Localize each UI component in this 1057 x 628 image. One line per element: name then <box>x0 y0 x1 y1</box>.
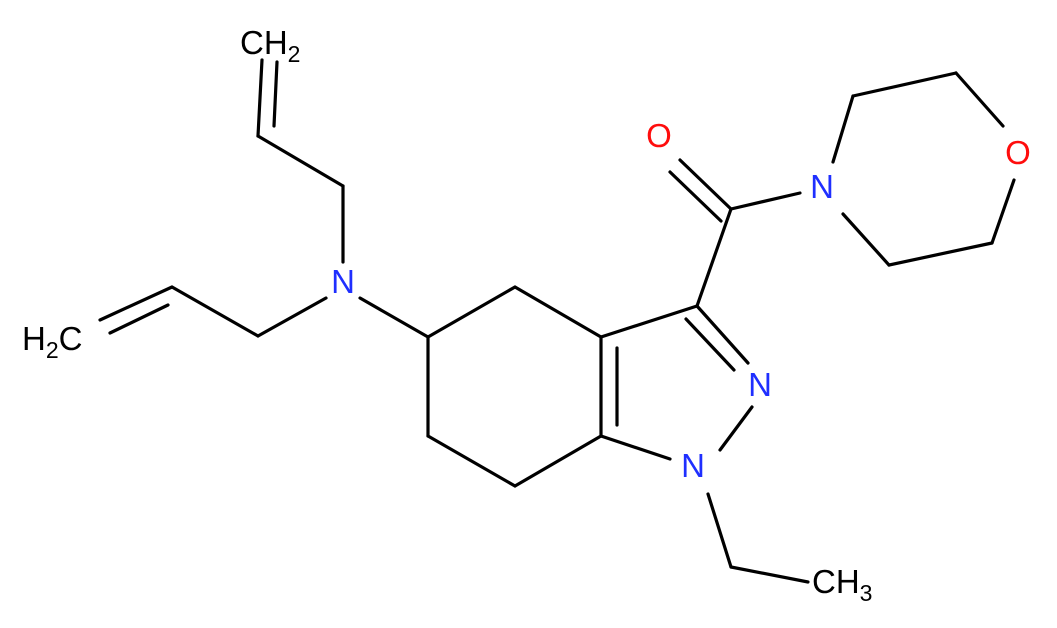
bond-c3-carbonyl <box>695 207 733 308</box>
atom-h2c-left: H2C <box>22 320 82 363</box>
bond-n1-ch2 <box>706 492 733 569</box>
atom-label-layer: CH2 H2C N N N CH3 O N O <box>22 24 1031 606</box>
atom-o-carbonyl: O <box>646 117 672 154</box>
bond-morph-top-o <box>954 71 1005 128</box>
bond-c7-c7a <box>513 434 603 488</box>
bond-n-c5 <box>358 296 430 339</box>
bond-c3-n2 <box>695 304 750 365</box>
bond-vinyl-ch2 <box>256 134 345 188</box>
bond-h2c-double-2 <box>108 303 170 335</box>
bond-morph-bottom <box>887 241 994 267</box>
bond-carbonyl-n <box>729 191 802 211</box>
atom-ch2-top: CH2 <box>240 24 300 67</box>
bond-layer <box>98 58 1016 584</box>
bond-morph-top <box>851 71 958 98</box>
atom-n-morpholine: N <box>810 168 834 205</box>
bond-n2-n1 <box>718 405 754 452</box>
bond-co-double-2 <box>668 170 723 223</box>
bond-c4-c3a <box>513 285 603 339</box>
bond-vinyl-ch2-left <box>170 285 260 338</box>
atom-n-pyrazole-1: N <box>681 447 705 484</box>
bond-c5-c4 <box>426 285 517 339</box>
bond-ch2-ch3 <box>729 565 810 584</box>
bond-c3-n2-inner <box>684 317 736 372</box>
atom-n-pyrazole-2: N <box>748 366 772 403</box>
bond-morph-bottom-n <box>841 212 891 267</box>
bond-co-double-1 <box>678 158 733 211</box>
bond-c3a-c3 <box>599 304 699 339</box>
bond-o-morph-bottom <box>990 178 1016 245</box>
bond-h2c-double-1 <box>98 285 174 322</box>
bond-n1-c7a <box>599 434 672 461</box>
atom-n-amine: N <box>331 263 355 300</box>
bond-ch2-n-left <box>256 296 328 338</box>
bond-ch2-double-2 <box>272 60 279 128</box>
bond-n-c-morph-top <box>831 94 855 164</box>
bond-c6-c7 <box>426 434 517 488</box>
atom-ch3: CH3 <box>812 563 872 606</box>
bond-ch2-double-1 <box>256 58 264 138</box>
atom-o-morpholine: O <box>1005 134 1031 171</box>
